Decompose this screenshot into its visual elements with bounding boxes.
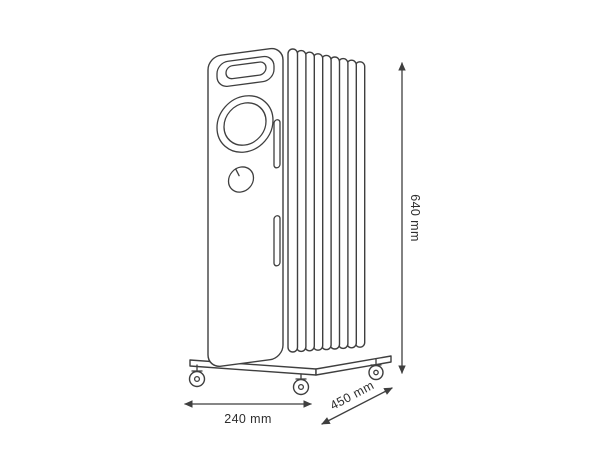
carry-handle-slot xyxy=(225,61,267,80)
base-side-bar xyxy=(315,355,392,376)
dimension-depth: 450 mm xyxy=(321,378,393,425)
caster-wheel-center xyxy=(292,373,310,396)
fin xyxy=(287,48,299,353)
thermostat-dial-outer xyxy=(216,95,274,153)
control-knob xyxy=(227,166,255,193)
radiator-front-panel xyxy=(207,47,284,367)
side-vent-slot-lower xyxy=(273,215,281,267)
carry-handle-outline xyxy=(216,55,275,87)
caster-wheel-right xyxy=(368,358,384,381)
front-panel-body xyxy=(207,47,284,367)
caster-wheel-left xyxy=(188,364,206,388)
width-label: 240 mm xyxy=(224,412,272,426)
thermostat-dial-inner xyxy=(223,102,267,146)
side-vent-slot-upper xyxy=(273,119,281,169)
dimension-height: 640 mm xyxy=(398,62,422,374)
control-knob-indicator xyxy=(235,168,240,177)
height-label: 640 mm xyxy=(408,194,422,242)
radiator-fins xyxy=(287,48,366,353)
depth-arrow-line xyxy=(321,387,393,425)
depth-label: 450 mm xyxy=(328,378,377,413)
dimension-width: 240 mm xyxy=(184,400,312,426)
